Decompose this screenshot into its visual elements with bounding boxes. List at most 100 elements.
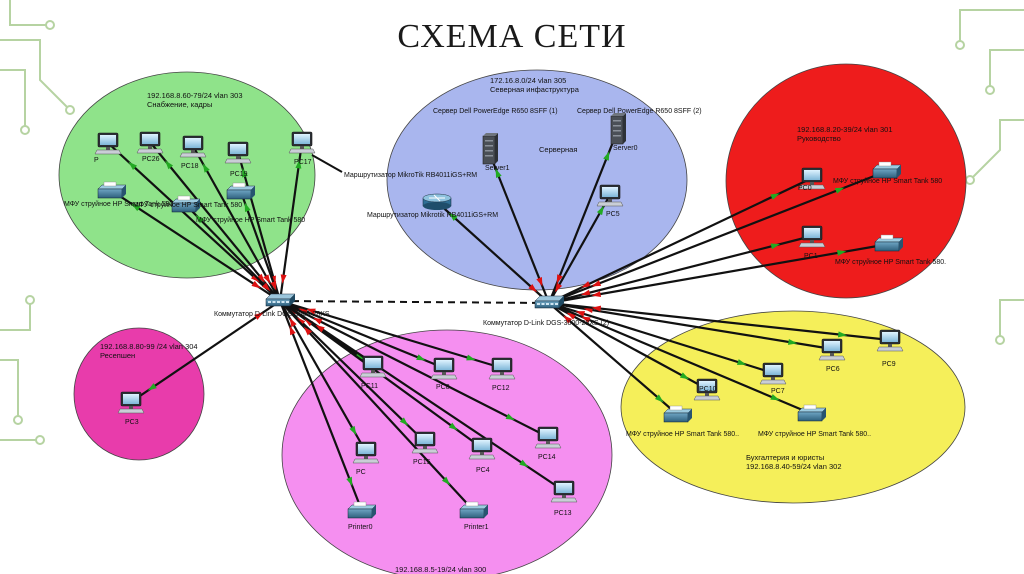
pc-label: P	[94, 157, 99, 164]
printer-icon-mfu2[interactable]	[171, 195, 201, 213]
link-end-arrow	[346, 476, 353, 487]
pc-icon-PC14[interactable]	[534, 426, 562, 449]
link-end-arrow	[581, 316, 591, 323]
pc-icon-PC4[interactable]	[468, 437, 496, 460]
link-end-arrow	[306, 308, 316, 315]
pc-icon-PC17[interactable]	[288, 131, 316, 154]
link-end-arrow	[466, 354, 476, 361]
link-end-arrow	[555, 282, 563, 293]
pc-icon-PC18[interactable]	[179, 135, 207, 158]
pc-label: PC6	[826, 366, 840, 373]
zone-blue-area	[386, 69, 688, 291]
pc-icon-PC11[interactable]	[359, 355, 387, 378]
link-end-arrow	[495, 168, 502, 178]
link-end-arrow	[304, 318, 314, 327]
cable-sw1-PC12	[279, 299, 503, 370]
pc-icon-PC0[interactable]	[798, 167, 826, 190]
pc-icon-PC8[interactable]	[430, 357, 458, 380]
printer-label: МФУ струйное HP Smart Tank 580.	[835, 258, 946, 266]
printer-label: МФУ струйное HP Smart Tank 580	[64, 200, 173, 208]
pc-label: PC12	[492, 385, 510, 392]
router-icon-r1[interactable]	[422, 193, 452, 210]
pc-icon-PC15[interactable]	[411, 431, 439, 454]
pc-icon-PC5[interactable]	[596, 184, 624, 207]
pc-label: PC8	[436, 384, 450, 391]
printer-icon-mfu7[interactable]	[797, 404, 827, 422]
cable-sw1-PC19	[236, 151, 282, 302]
cable-sw2-PC9	[548, 301, 891, 342]
link-end-arrow	[261, 282, 271, 292]
pc-label: PC	[356, 469, 366, 476]
pc-icon-PC3[interactable]	[117, 391, 145, 414]
link-end-arrow	[147, 383, 157, 391]
pc-icon-PC7[interactable]	[759, 362, 787, 385]
pc-label: PC15	[413, 459, 431, 466]
switch-icon-sw2[interactable]	[534, 295, 565, 309]
link-end-arrow	[416, 354, 426, 361]
printer-icon-mfu3[interactable]	[226, 182, 256, 200]
link-end-arrow	[596, 205, 604, 216]
pc-label: PC10	[699, 386, 717, 393]
cable-sw2-PC10	[548, 302, 708, 390]
link-end-arrow	[349, 425, 357, 436]
printer-icon-mfu6[interactable]	[663, 405, 693, 423]
link-end-arrow	[441, 476, 451, 486]
pc-icon-PC[interactable]	[352, 441, 380, 464]
link-end-arrow	[254, 312, 264, 320]
pc-icon-PC10[interactable]	[693, 378, 721, 401]
link-end-arrow	[836, 249, 847, 256]
pc-icon-PC9[interactable]	[876, 329, 904, 352]
pc-label: PC4	[476, 467, 490, 474]
link-end-arrow	[242, 168, 248, 178]
server-name-label: Server0	[613, 145, 638, 152]
server-icon-srv1[interactable]	[482, 133, 498, 165]
pc-icon-PC26[interactable]	[136, 131, 164, 154]
link-end-arrow	[165, 160, 174, 170]
cable-sw2-srv0	[547, 131, 619, 304]
zone-green	[58, 71, 316, 279]
pc-icon-PC19[interactable]	[224, 141, 252, 164]
link-end-arrow	[556, 274, 563, 284]
cable-PC17-router	[311, 154, 343, 173]
link-end-arrow	[736, 359, 747, 365]
printer-icon-Printer0[interactable]	[347, 501, 377, 519]
link-end-arrow	[575, 311, 586, 317]
link-end-arrow	[519, 459, 529, 468]
server-room-label: Серверная	[539, 145, 577, 154]
pc-icon-PC6[interactable]	[818, 338, 846, 361]
server-icon-srv0[interactable]	[610, 113, 626, 145]
pc-icon-PC1[interactable]	[798, 225, 826, 248]
pc-label: PC9	[882, 361, 896, 368]
pc-label: PC17	[294, 159, 312, 166]
zone-green-area	[58, 71, 316, 279]
link-end-arrow	[354, 352, 365, 360]
cable-sw2-PC6	[548, 301, 833, 351]
switch-icon-sw1[interactable]	[265, 293, 296, 307]
link-end-arrow	[505, 413, 515, 421]
link-end-arrow	[603, 151, 610, 161]
pc-label: PC26	[142, 156, 160, 163]
link-end-arrow	[202, 163, 210, 173]
cable-sw1-PC18	[192, 145, 281, 302]
circuit-decoration	[0, 0, 1024, 445]
printer-icon-mfu5[interactable]	[874, 234, 904, 252]
printer-label: МФУ струйное HP Smart Tank 580	[196, 216, 305, 224]
printer-icon-mfu1[interactable]	[97, 181, 127, 199]
cable-sw2-PC0	[548, 177, 813, 304]
zone-blue-label: 172.16.8.0/24 vlan 305	[490, 76, 566, 85]
printer-icon-Printer1[interactable]	[459, 501, 489, 519]
printer-icon-mfu4[interactable]	[872, 161, 902, 179]
printer-label: МФУ струйное HP Smart Tank 580	[833, 177, 942, 185]
pc-label: PC13	[554, 510, 572, 517]
zone-yellow-label: Бухгалтерия и юристы	[746, 453, 824, 462]
link-end-arrow	[448, 422, 458, 431]
cable-sw2-mfu4	[548, 169, 888, 305]
link-end-arrow	[251, 280, 261, 289]
link-end-arrow	[399, 417, 409, 426]
pc-icon-PC12[interactable]	[488, 357, 516, 380]
pc-label: PC19	[230, 171, 248, 178]
pc-icon-P[interactable]	[94, 132, 122, 155]
zone-yellow-label: 192.168.8.40-59/24 vlan 302	[746, 462, 842, 471]
pc-icon-PC13[interactable]	[550, 480, 578, 503]
